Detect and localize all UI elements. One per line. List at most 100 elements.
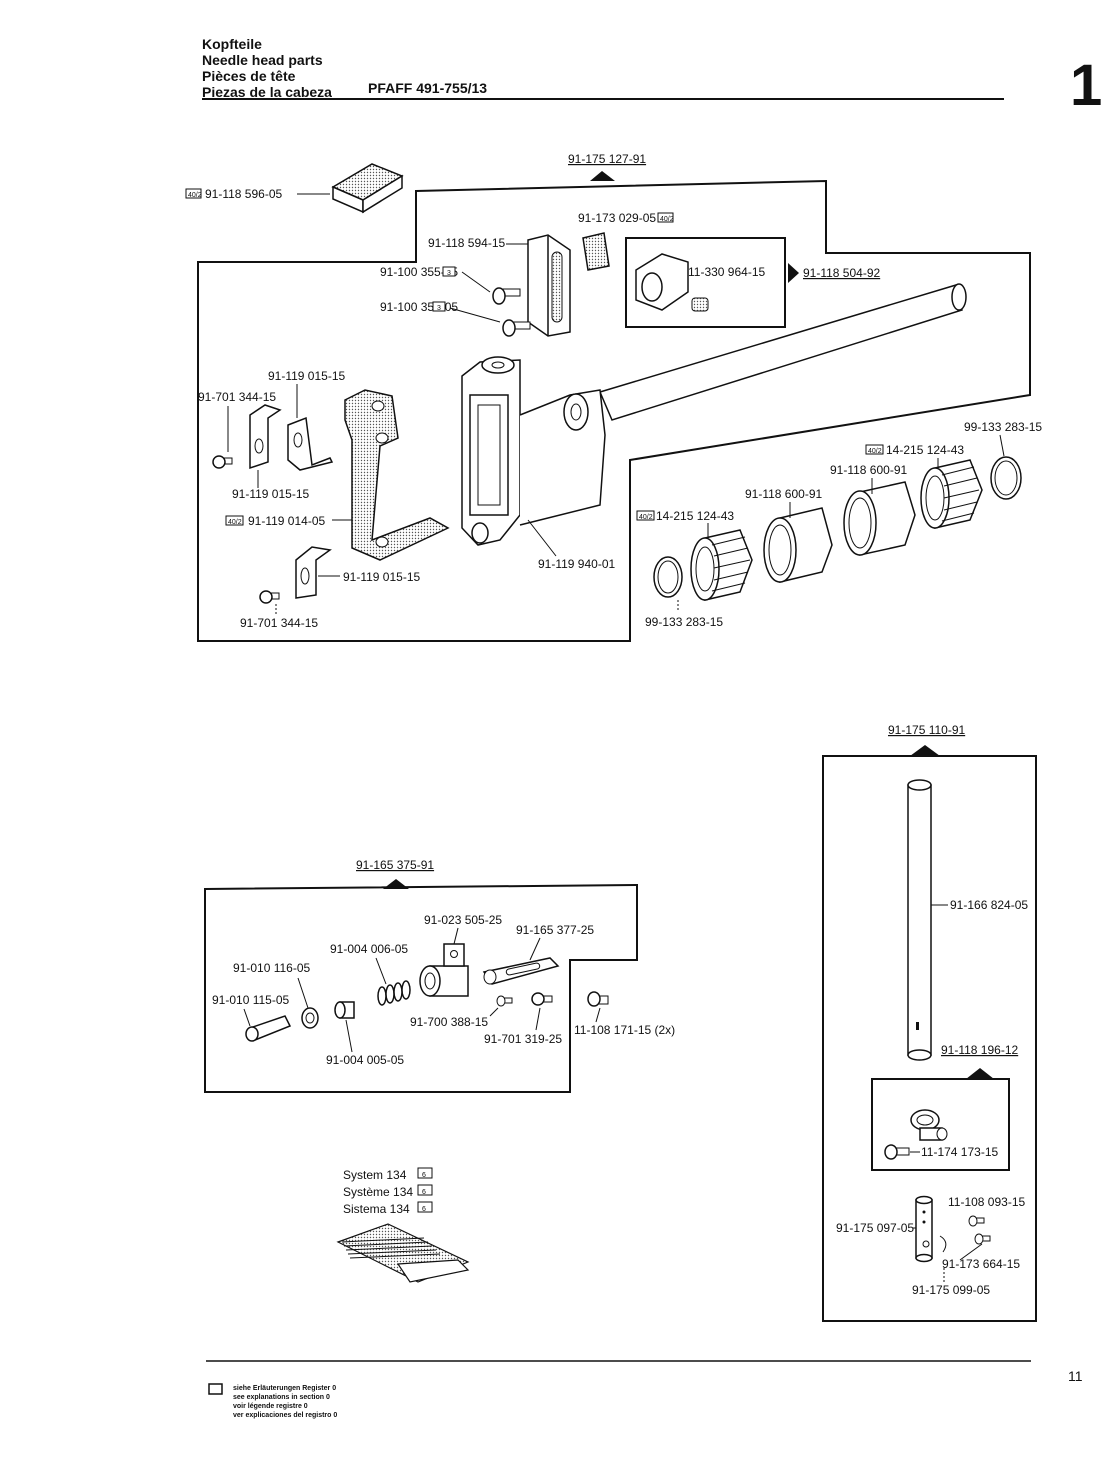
label-11174: 11-174 173-15 [921, 1145, 999, 1159]
ref-badge: 6 [422, 1189, 426, 1196]
label-119014: 91-119 014-05 [248, 514, 326, 528]
ref-badge: 3 [447, 270, 451, 277]
ref-badge: 3 [437, 305, 441, 312]
label-screw-1: 91-100 355-05 [380, 265, 458, 279]
screw-part [968, 1215, 985, 1227]
label-175097: 91-175 097-05 [836, 1221, 914, 1235]
screw-part [531, 992, 553, 1006]
collar-part [635, 253, 689, 311]
label-system-de: System 134 [343, 1168, 407, 1182]
label-11108093: 11-108 093-15 [948, 1195, 1026, 1209]
label-004005: 91-004 005-05 [326, 1053, 404, 1067]
footer-note-en: see explanations in section 0 [233, 1394, 330, 1401]
needle-pack [336, 1223, 470, 1283]
label-119015a: 91-119 015-15 [268, 369, 346, 383]
leader [527, 519, 557, 557]
link-part [482, 957, 560, 985]
needle-bar-part [907, 779, 932, 1061]
label-700388: 91-700 388-15 [410, 1015, 488, 1029]
label-118594: 91-118 594-15 [428, 236, 506, 250]
label-99133a: 99-133 283-15 [645, 615, 723, 629]
label-asm-165375: 91-165 375-91 [356, 858, 434, 872]
bracket-part [527, 234, 571, 337]
ref-box [417, 1167, 433, 1179]
bushing [763, 507, 833, 583]
label-system-es: Sistema 134 [343, 1202, 410, 1216]
assembly-arrow-118196 [966, 1068, 994, 1079]
label-99133b: 99-133 283-15 [964, 420, 1042, 434]
leader [959, 1243, 983, 1261]
leader [999, 434, 1005, 457]
section-number: 1 [1070, 53, 1103, 118]
label-118600a: 91-118 600-91 [745, 487, 823, 501]
title-german: Kopfteile [202, 36, 262, 52]
leader [375, 957, 387, 985]
page-number: 11 [1068, 1368, 1083, 1384]
lower-assembly-frame [204, 883, 638, 1093]
thread-guide-part [915, 1195, 947, 1263]
ref-badge: 40/2 [188, 192, 202, 199]
label-asm-main: 91-175 127-91 [568, 152, 646, 166]
footer-note-fr: voir légende registre 0 [233, 1403, 308, 1410]
leader [461, 271, 491, 293]
label-175099: 91-175 099-05 [912, 1283, 990, 1297]
clip-part [287, 416, 334, 471]
screw-part [496, 995, 513, 1007]
stippled-bracket [344, 389, 450, 561]
label-asm-118504: 91-118 504-92 [803, 266, 881, 280]
label-11330: 11-330 964-15 [688, 265, 766, 279]
label-010116: 91-010 116-05 [233, 961, 311, 975]
leader [535, 1007, 541, 1031]
spring-part [377, 980, 411, 1006]
leader [243, 1008, 251, 1027]
guide-sleeve-part [419, 943, 469, 997]
label-004006: 91-004 006-05 [330, 942, 408, 956]
ref-box [636, 510, 655, 521]
leader [529, 937, 541, 961]
label-system-fr: Système 134 [343, 1185, 413, 1199]
label-173029: 91-173 029-05 [578, 211, 656, 225]
ref-box [442, 266, 456, 277]
label-asm-118196: 91-118 196-12 [941, 1043, 1019, 1057]
bushing-small [334, 1001, 355, 1019]
assembly-arrow-main [590, 171, 615, 181]
leader [453, 927, 459, 945]
leader [595, 1007, 601, 1023]
leader [345, 1019, 353, 1053]
ref-box [417, 1201, 433, 1213]
pin-part [245, 1015, 292, 1042]
assembly-arrow-175110 [910, 745, 940, 756]
bushing [843, 481, 916, 556]
retaining-ring [990, 456, 1022, 500]
clip-part [295, 546, 332, 599]
label-119015c: 91-119 015-15 [343, 570, 421, 584]
label-11108171: 11-108 171-15 (2x) [574, 1023, 675, 1037]
arm-shaft [598, 283, 967, 421]
ref-badge: 40/2 [660, 216, 674, 223]
label-214b: 14-215 124-43 [886, 443, 964, 457]
title-french: Pièces de tête [202, 68, 296, 84]
label-701319: 91-701 319-25 [484, 1032, 562, 1046]
label-asm-175110: 91-175 110-91 [888, 723, 966, 737]
clamp-part [910, 1109, 948, 1141]
leader [297, 977, 309, 1009]
screw-part [492, 287, 521, 305]
ref-badge: 6 [422, 1172, 426, 1179]
screw-part [502, 319, 531, 337]
ref-badge: 40/2 [228, 519, 242, 526]
label-block: 91-118 596-05 [205, 187, 283, 201]
ref-badge: 40/2 [868, 448, 882, 455]
label-701344a: 91-701 344-15 [198, 390, 276, 404]
ref-box [417, 1184, 433, 1196]
clip-part [249, 404, 282, 470]
ref-box [657, 212, 674, 223]
footer-note-de: siehe Erläuterungen Register 0 [233, 1385, 337, 1392]
ref-box [225, 515, 244, 526]
ref-badge: 40/2 [639, 514, 653, 521]
label-701344b: 91-701 344-15 [240, 616, 318, 630]
label-214a: 14-215 124-43 [656, 509, 734, 523]
setscrew-part [691, 297, 709, 312]
main-assembly-frame [197, 179, 1031, 642]
label-023505: 91-023 505-25 [424, 913, 502, 927]
